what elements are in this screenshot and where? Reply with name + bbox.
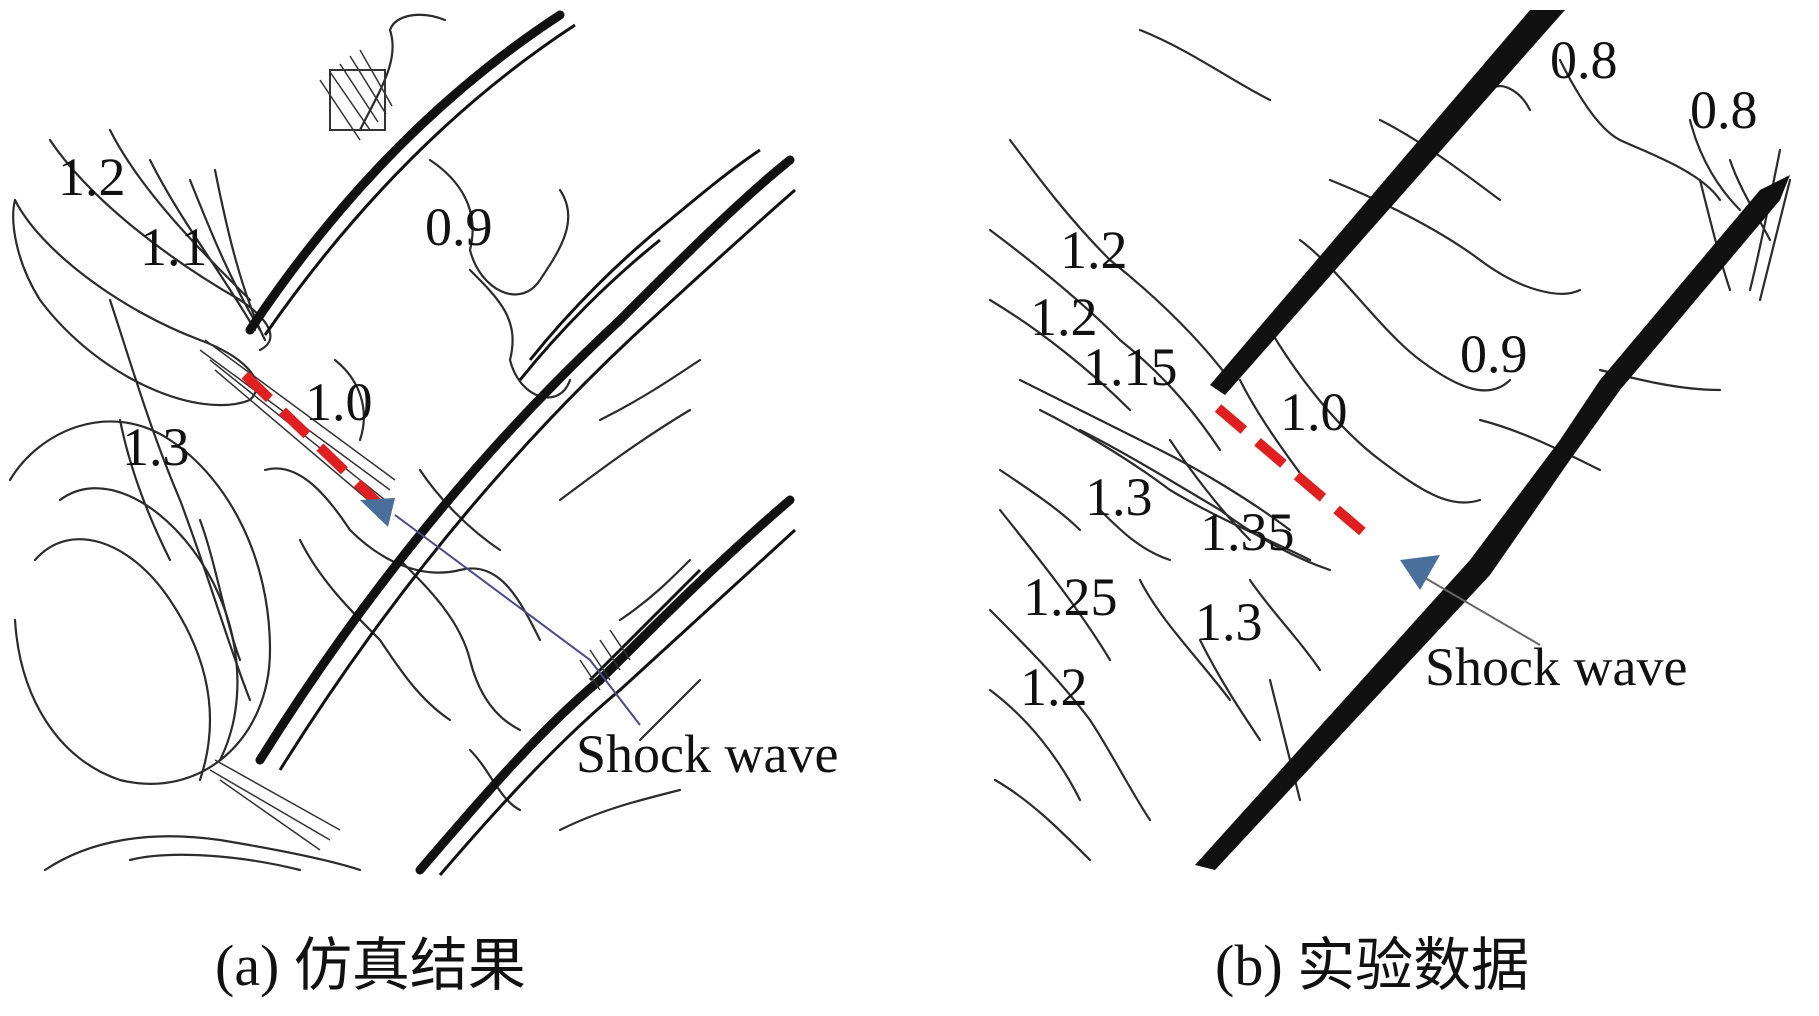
panel-b-label-1-15: 1.15 [1083,337,1178,397]
panel-b-annotation: Shock wave [1425,637,1687,697]
panel-b-arrow-icon [1400,555,1440,590]
panel-b-label-1-25: 1.25 [1023,567,1118,627]
panel-a-arrow-icon [360,498,395,527]
panel-b-contours [988,28,1792,862]
panel-a-blade-3 [415,495,797,876]
panel-b-label-1-3-b: 1.3 [1195,592,1263,652]
panel-b-blade-2 [1195,175,1790,870]
panel-a-label-1-2: 1.2 [58,147,126,207]
panel-a-blade-2 [255,148,796,771]
panel-a-shock-line [241,371,384,509]
panel-a-label-0-9: 0.9 [425,197,493,257]
panel-b-shock-line [1214,404,1374,542]
panel-b-caption: (b) 实验数据 [1215,933,1529,998]
panel-a-leader-line [394,514,641,726]
panel-b-label-0-9: 0.9 [1460,324,1528,384]
panel-b-blade-1 [1210,10,1565,395]
panel-a-label-1-0: 1.0 [305,372,373,432]
panel-b-label-1-2-c: 1.2 [1020,657,1088,717]
panel-b-label-1-0: 1.0 [1280,382,1348,442]
panel-b: 0.8 0.8 1.2 1.2 1.15 1.0 0.9 1.3 1.35 1.… [988,10,1792,998]
panel-b-label-1-35: 1.35 [1200,502,1295,562]
panel-a-label-1-1: 1.1 [140,217,208,277]
panel-a-caption: (a) 仿真结果 [215,933,526,998]
panel-a-blade-1 [245,10,576,336]
panel-a-annotation: Shock wave [576,724,838,784]
panel-b-label-1-2-b: 1.2 [1030,287,1098,347]
panel-a-label-1-3: 1.3 [122,417,190,477]
panel-a-contours [8,13,702,872]
panel-b-leader-line [1419,574,1541,646]
panel-b-label-0-8-b: 0.8 [1690,80,1758,140]
panel-b-label-1-2-a: 1.2 [1060,220,1128,280]
panel-a: 1.2 1.1 0.9 1.0 1.3 Shock wave (a) 仿真结果 [8,10,838,998]
panel-b-label-1-3-a: 1.3 [1085,467,1153,527]
panel-b-label-0-8-a: 0.8 [1550,30,1618,90]
